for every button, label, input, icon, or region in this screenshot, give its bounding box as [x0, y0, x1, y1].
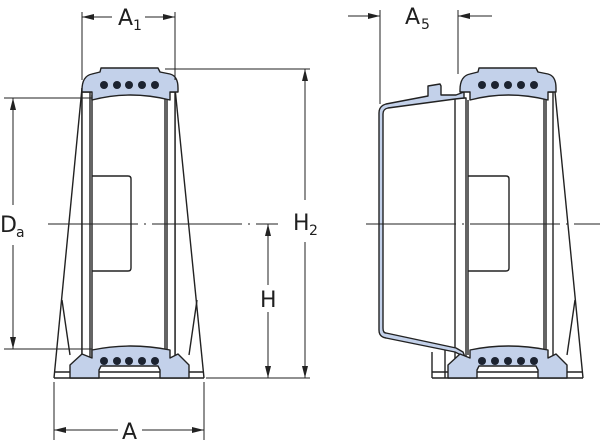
right-bearing-bottom: [447, 345, 568, 379]
dim-H: H: [260, 224, 277, 378]
left-bearing-top: [81, 67, 179, 101]
label-Da-sub: a: [16, 225, 25, 241]
dim-A1: A 1: [81, 6, 176, 80]
label-A5-sub: 5: [421, 17, 430, 33]
label-A5-base: A: [405, 5, 420, 30]
dim-H2: H 2: [165, 68, 318, 379]
dim-Da: D a: [0, 97, 92, 350]
label-H2-base: H: [293, 211, 310, 236]
label-A1-base: A: [118, 6, 133, 31]
label-H2-sub: 2: [309, 223, 318, 239]
left-view: A 1 D a H 2: [0, 6, 318, 445]
label-H-base: H: [260, 288, 277, 313]
label-A1-sub: 1: [133, 18, 142, 34]
label-Da-base: D: [0, 213, 17, 238]
dim-A: A: [53, 382, 205, 445]
left-bore: [81, 91, 176, 366]
left-top-ball-row: [100, 81, 159, 89]
dim-A5: A 5: [348, 5, 492, 104]
left-bearing-bottom: [69, 345, 190, 379]
right-end-cover: [378, 83, 466, 358]
left-housing: [53, 87, 205, 379]
right-bottom-ball-row: [478, 357, 538, 365]
left-bottom-ball-row: [100, 357, 159, 365]
right-bore: [454, 91, 554, 361]
label-A-base: A: [122, 420, 137, 445]
right-top-ball-row: [478, 81, 538, 89]
right-bearing-top: [459, 67, 557, 101]
right-view: A 5: [348, 5, 600, 379]
